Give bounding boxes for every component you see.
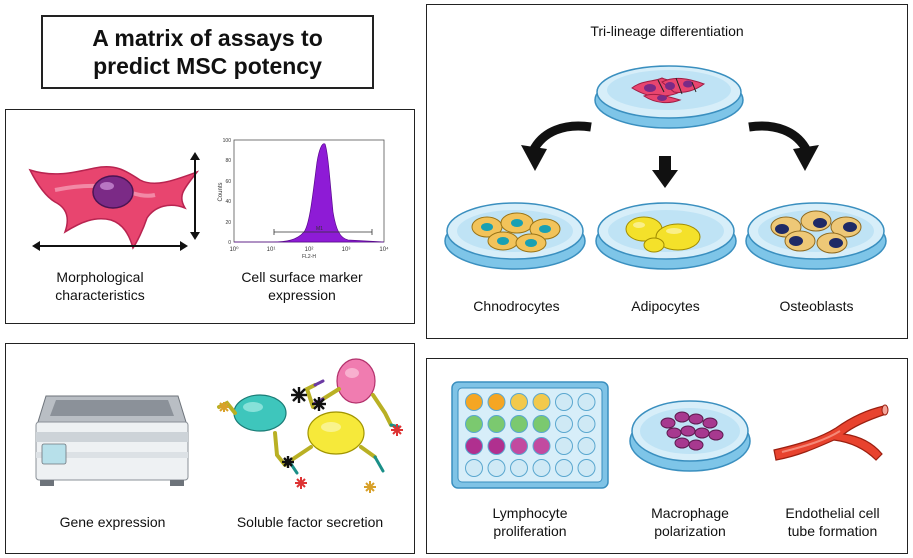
flow-y-axis-label: Counts [218, 182, 224, 201]
plate-well [555, 415, 573, 433]
adipocyte-cells [625, 216, 701, 253]
dimension-arrows [32, 152, 200, 251]
plate-well [532, 415, 551, 433]
macrophage-cells [660, 411, 724, 451]
flow-gate-label: M1 [316, 226, 323, 232]
flow-y-tick: 20 [225, 220, 231, 226]
flow-x-tick: 10⁰ [229, 246, 239, 253]
plate-well [532, 459, 551, 477]
flow-x-tick: 10⁴ [379, 246, 389, 253]
flow-x-tick: 10² [305, 247, 314, 253]
plate-well [555, 393, 573, 411]
flow-y-tick: 80 [225, 158, 231, 164]
flow-histogram: Counts M1 0 20 40 60 80 100 10⁰ 10¹ 10² … [218, 138, 389, 260]
title-line-2: predict MSC potency [93, 53, 322, 79]
macrophage-label: Macrophage polarization [651, 505, 729, 539]
plate-well [465, 415, 483, 433]
blood-vessel-illustration [773, 404, 889, 461]
plate-well [487, 459, 506, 477]
arrow-to-osteoblasts [748, 121, 819, 171]
adipocyte-dish [595, 202, 737, 270]
plate-well [577, 437, 596, 455]
plate-well [510, 393, 528, 411]
arrow-to-chondrocytes [521, 121, 592, 171]
morphology-label: Morphological characteristics [55, 269, 145, 303]
endothelial-label: Endothelial cell tube formation [785, 505, 880, 539]
msc-cell-illustration [28, 166, 200, 250]
plate-well [577, 415, 596, 433]
chondrocyte-cells [471, 212, 561, 253]
plate-well [532, 437, 551, 455]
pcr-machine [35, 395, 189, 486]
chondrocytes-label: Chnodrocytes [473, 298, 560, 314]
plate-well [465, 437, 483, 455]
flow-y-ticks: 0 20 40 60 80 100 [223, 138, 232, 246]
plate-well [555, 459, 573, 477]
flow-y-tick: 60 [225, 179, 231, 185]
osteoblast-cells [770, 210, 862, 254]
multiwell-plate [451, 381, 609, 489]
flow-x-tick: 10³ [342, 247, 351, 253]
macrophage-dish [629, 400, 751, 472]
plate-well [465, 459, 483, 477]
flow-y-tick: 100 [223, 138, 232, 144]
plate-well [577, 393, 596, 411]
plate-well [510, 437, 528, 455]
trilineage-title: Tri-lineage differentiation [590, 23, 744, 39]
flow-histogram-peak [234, 143, 385, 243]
soluble-factor-label: Soluble factor secretion [236, 514, 384, 530]
gene-expression-label: Gene expression [59, 514, 166, 530]
msc-dish-cells [631, 77, 706, 104]
plate-well [487, 393, 506, 411]
title-box: A matrix of assays to predict MSC potenc… [41, 15, 374, 89]
plate-wells [465, 393, 596, 477]
plate-well [487, 437, 506, 455]
antibody-illustration [217, 358, 403, 493]
flow-x-ticks: 10⁰ 10¹ 10² 10³ 10⁴ [229, 246, 389, 253]
osteoblast-dish [745, 202, 887, 270]
title-line-1: A matrix of assays to [92, 25, 323, 51]
chondrocyte-dish [444, 202, 586, 270]
flow-x-axis-label: FL2-H [302, 254, 316, 260]
plate-well [532, 393, 551, 411]
plate-well [510, 459, 528, 477]
adipocytes-label: Adipocytes [631, 298, 700, 314]
plate-well [487, 415, 506, 433]
plate-well [555, 437, 573, 455]
plate-well [577, 459, 596, 477]
plate-well [510, 415, 528, 433]
panel-trilineage [426, 4, 908, 339]
flow-label: Cell surface marker expression [241, 269, 363, 303]
lymphocyte-label: Lymphocyte proliferation [492, 505, 568, 539]
flow-y-tick: 40 [225, 199, 231, 205]
plate-well [465, 393, 483, 411]
arrow-to-adipocytes [652, 156, 678, 188]
msc-dish [594, 65, 744, 129]
flow-y-tick: 0 [228, 240, 231, 246]
osteoblasts-label: Osteoblasts [779, 298, 854, 314]
flow-x-tick: 10¹ [267, 247, 276, 253]
